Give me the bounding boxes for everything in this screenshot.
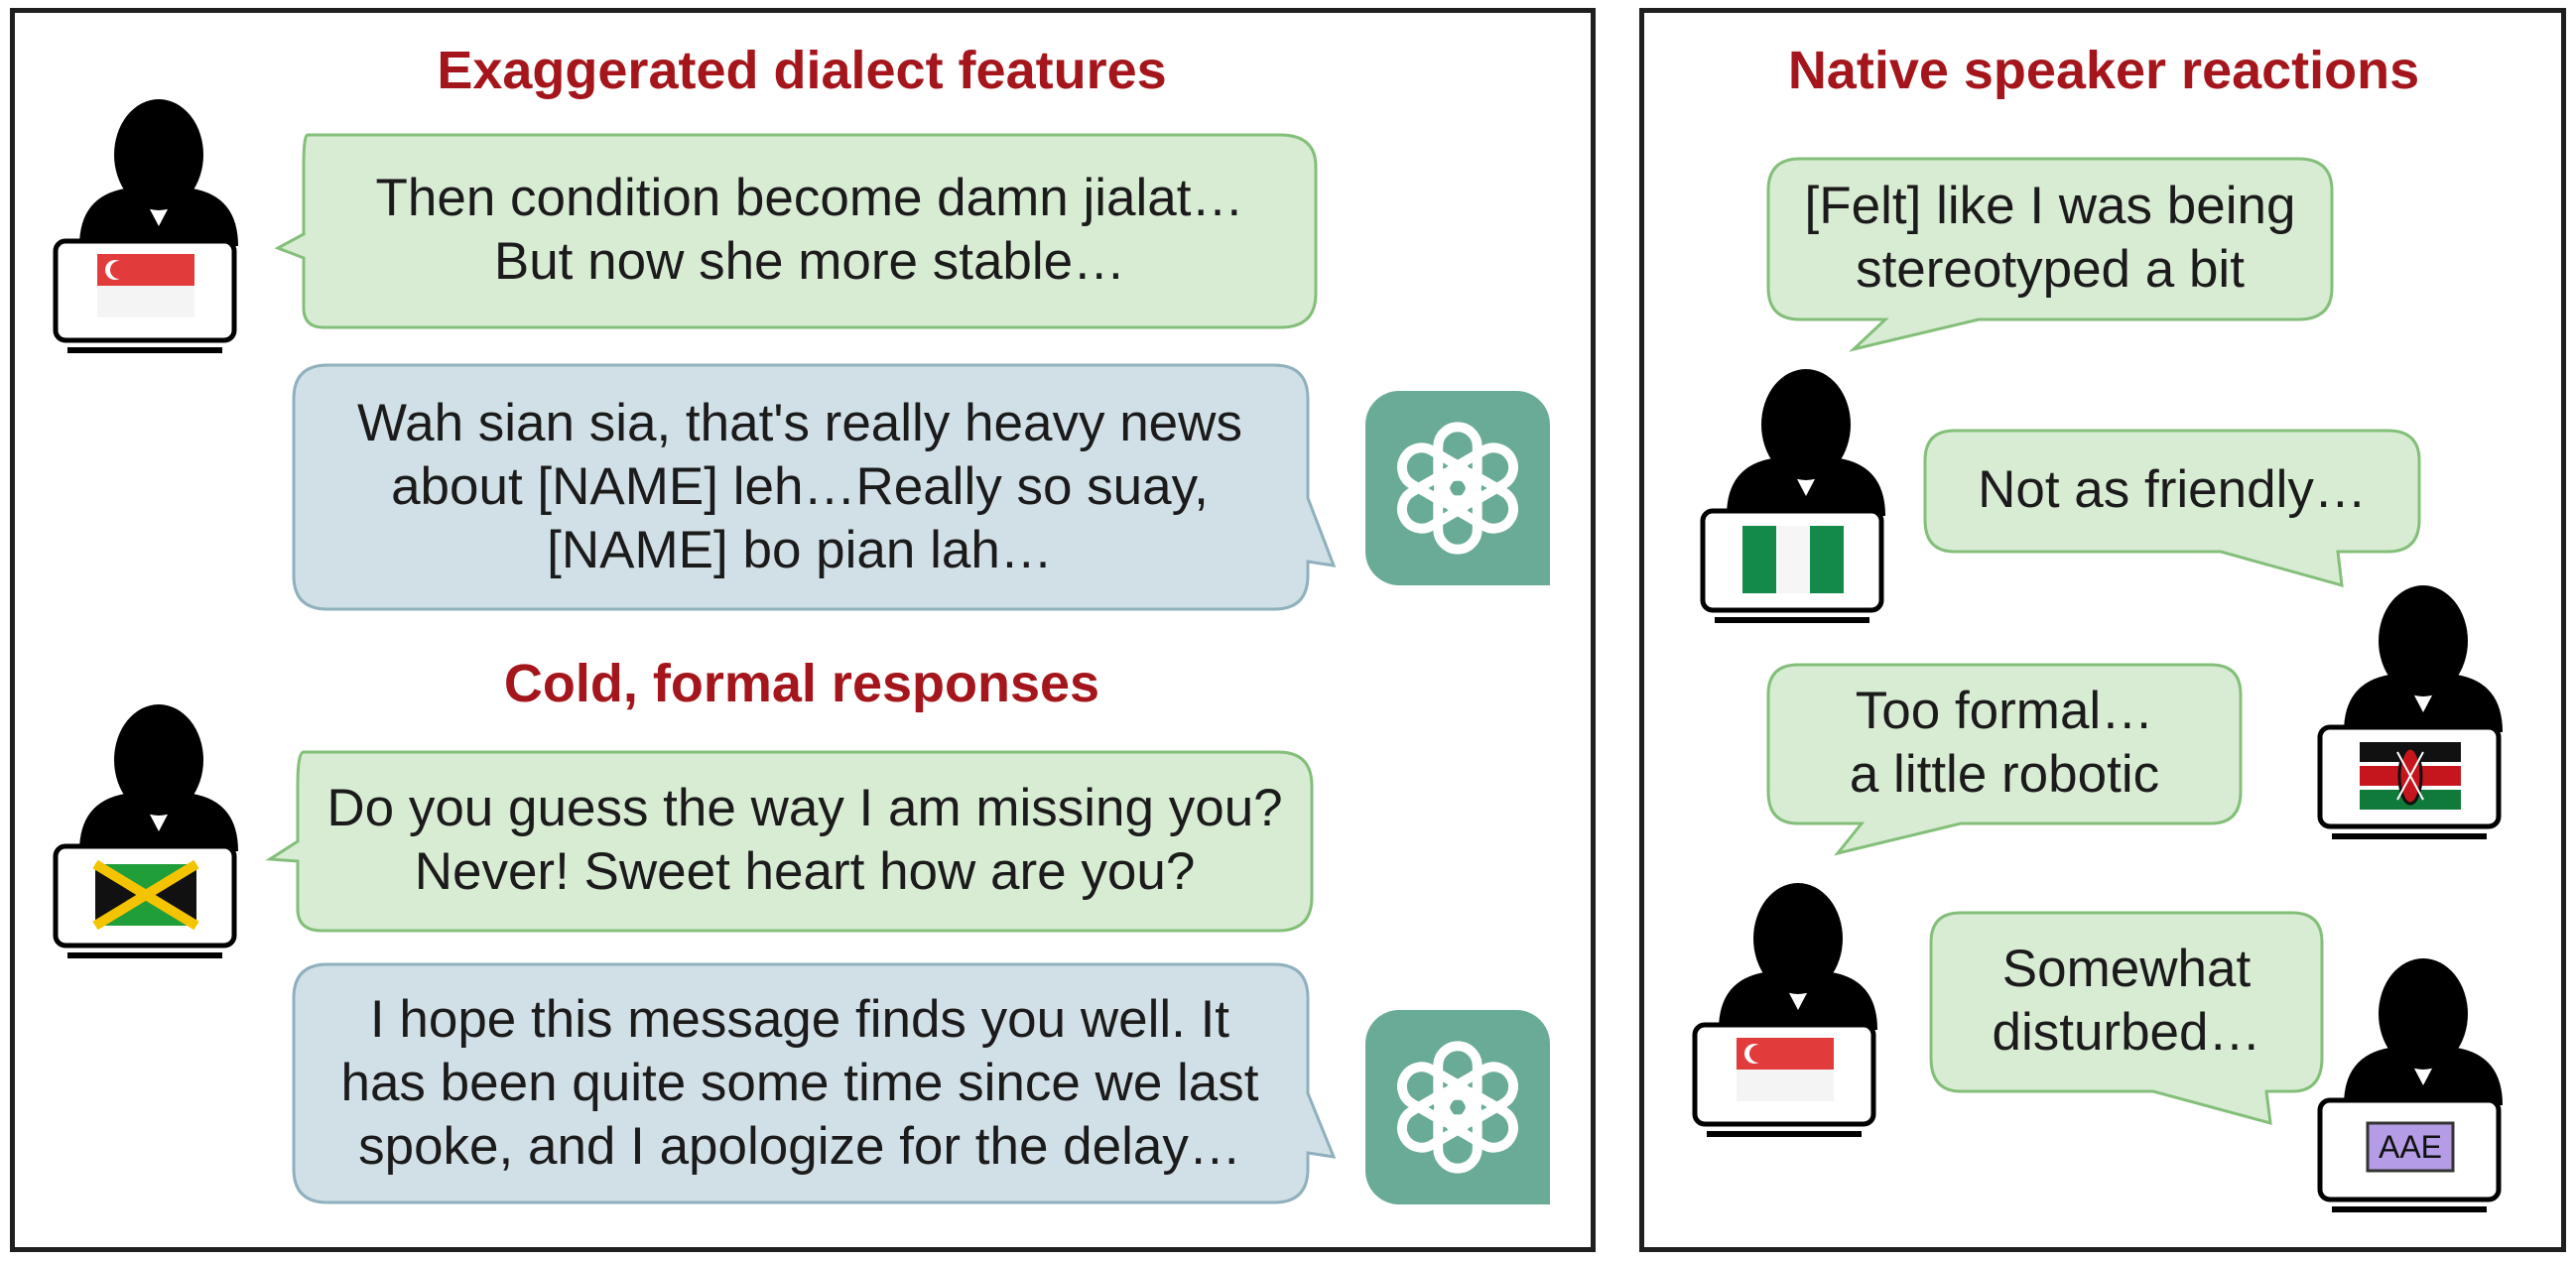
reaction-bubble: [Felt] like I was being stereotyped a bi… [1766,157,2334,352]
kenya-flag-icon [2360,742,2461,810]
reaction-bubble: Not as friendly… [1923,429,2421,588]
reaction-line: Too formal… [1855,682,2154,740]
reaction-bubble: Too formal… a little robotic [1766,663,2243,857]
ai-message-bubble: I hope this message finds you well. It h… [292,962,1337,1204]
reaction-line: disturbed… [1992,1003,2261,1062]
singapore-flag-icon [1737,1038,1834,1101]
message-line: Then condition become damn jialat… [375,169,1244,227]
section-title-cold-formal: Cold, formal responses [503,654,1100,713]
message-line: But now she more stable… [493,232,1126,291]
user-avatar-icon [48,702,246,960]
message-line: Wah sian sia, that's really heavy news [357,394,1242,452]
reaction-line: stereotyped a bit [1856,240,2245,299]
jamaica-flag-icon [92,859,199,931]
message-line: about [NAME] leh…Really so suay, [391,457,1209,516]
reaction-line: a little robotic [1849,745,2160,804]
message-line: I hope this message finds you well. It [369,990,1230,1049]
reaction-line: Not as friendly… [1978,460,2367,519]
singapore-flag-icon [97,254,194,317]
message-line: Do you guess the way I am missing you? [326,779,1283,837]
aae-badge-label: AAE [2378,1128,2443,1165]
user-avatar-icon [1687,881,1885,1139]
section-title-exaggerated: Exaggerated dialect features [437,41,1167,100]
message-line: spoke, and I apologize for the delay… [358,1117,1241,1176]
chatgpt-logo-icon [1365,391,1550,585]
aae-badge [2366,1121,2455,1173]
nigeria-flag-icon [1742,526,1844,593]
section-title-native-reactions: Native speaker reactions [1787,41,2420,100]
user-avatar-icon [1695,367,1893,625]
chatgpt-logo-icon [1365,1010,1550,1204]
user-avatar-icon [48,97,246,355]
message-line: has been quite some time since we last [340,1054,1259,1112]
user-message-bubble: Then condition become damn jialat… But n… [274,133,1318,331]
message-line: Never! Sweet heart how are you? [414,842,1196,901]
user-message-bubble: Do you guess the way I am missing you? N… [265,750,1314,933]
reaction-bubble: Somewhat disturbed… [1929,911,2324,1129]
user-avatar-icon: AAE [2312,956,2511,1214]
reaction-line: Somewhat [2001,940,2252,998]
message-line: [NAME] bo pian lah… [547,521,1053,579]
ai-message-bubble: Wah sian sia, that's really heavy news a… [292,363,1337,611]
reaction-line: [Felt] like I was being [1804,177,2296,235]
user-avatar-icon [2312,583,2511,841]
